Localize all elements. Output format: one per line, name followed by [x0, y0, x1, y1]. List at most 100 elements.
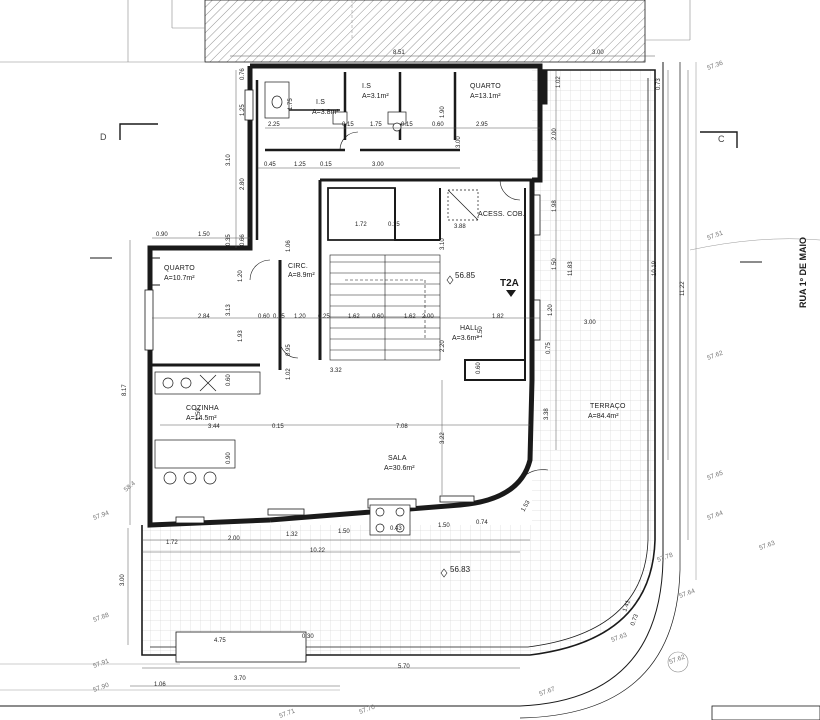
elevation-label: 57.65 [706, 470, 724, 482]
door-swings [249, 131, 549, 481]
dim-label: 3.10 [440, 238, 446, 250]
windows [144, 89, 541, 524]
survey-point-icon [667, 651, 689, 673]
elevation-label: 57.64 [678, 588, 696, 600]
level-symbol-icon [446, 275, 454, 285]
dim-label: 0.43 [390, 526, 402, 532]
staircase [329, 254, 441, 361]
dim-label: 5.70 [398, 664, 410, 670]
elevation-label: 57.78 [656, 552, 674, 564]
dim-label: 2.25 [268, 122, 280, 128]
dim-label: 1.20 [238, 270, 244, 282]
elevation-label: 57.70 [358, 704, 376, 716]
room-circ-name: CIRC. [288, 263, 308, 270]
dim-label: 10.22 [310, 548, 326, 554]
dim-label: 1.53 [521, 499, 532, 513]
dim-label: 0.15 [272, 424, 284, 430]
dim-label: 0.15 [320, 162, 332, 168]
section-mark-d: D [100, 132, 107, 142]
elevation-label: 57.71 [278, 708, 296, 720]
dim-label: 1.25 [294, 162, 306, 168]
elevation-label: 57.36 [706, 60, 724, 72]
dim-label: 3.00 [120, 574, 126, 586]
dim-label: 3.10 [226, 154, 232, 166]
dimension-lines [127, 55, 689, 687]
room-is1-name: I.S [316, 99, 325, 106]
room-is2-area: A=3.1m² [362, 93, 389, 100]
dimension-labels: 8.51 3.00 0.76 1.25 1.75 2.25 1.90 0.60 … [120, 50, 686, 688]
dim-label: 3.00 [584, 320, 596, 326]
room-is1-area: A=3.8m² [312, 109, 339, 116]
dim-label: 1.06 [286, 240, 292, 252]
dim-label: 2.00 [552, 128, 558, 140]
elevation-label: 57.91 [92, 658, 110, 670]
dim-label: 0.90 [156, 232, 168, 238]
room-terraco-name: TERRAÇO [590, 403, 626, 410]
dim-label: 1.50 [198, 232, 210, 238]
elevation-label: 57.67 [538, 686, 556, 698]
dim-label: 1.98 [552, 200, 558, 212]
room-terraco-area: A=84.4m² [588, 413, 619, 420]
dim-label: 8.17 [122, 384, 128, 396]
elevation-label: 57.63 [758, 540, 776, 552]
dim-label: 4.75 [214, 638, 226, 644]
dim-label: 3.44 [208, 424, 220, 430]
dim-label: 3.38 [544, 408, 550, 420]
room-circ-area: A=8.9m² [288, 272, 315, 279]
room-sala-name: SALA [388, 455, 407, 462]
dim-label: 1.62 [348, 314, 360, 320]
dim-label: 2.84 [198, 314, 210, 320]
dim-label: 0.15 [273, 314, 285, 320]
dim-label: 0.95 [286, 344, 292, 356]
dim-label: 0.73 [656, 78, 662, 90]
dim-label: 1.25 [240, 104, 246, 116]
room-sala-area: A=30.6m² [384, 465, 415, 472]
section-mark-c: C [718, 134, 725, 144]
level-symbol-icon [440, 568, 448, 578]
dim-label: 2.95 [476, 122, 488, 128]
section-markers [90, 123, 762, 263]
elevation-label: 57.62 [706, 350, 724, 362]
dim-label: 3.32 [330, 368, 342, 374]
room-quarto-left-area: A=10.7m² [164, 275, 195, 282]
dim-label: 0.76 [240, 68, 246, 80]
dim-label: 1.75 [288, 98, 294, 110]
room-is2-name: I.S [362, 83, 371, 90]
elevation-label: 57.64 [706, 510, 724, 522]
dim-label: 0.60 [476, 362, 482, 374]
room-quarto-left-name: QUARTO [164, 265, 195, 272]
dim-label: 0.45 [264, 162, 276, 168]
dim-label: 0.15 [342, 122, 354, 128]
room-quarto-top-name: QUARTO [470, 83, 501, 90]
dim-label: 1.02 [286, 368, 292, 380]
dim-label: 1.50 [338, 529, 350, 535]
dim-label: 11.83 [568, 261, 574, 276]
elevation-label: 57.51 [706, 230, 724, 242]
dim-label: 2.80 [240, 178, 246, 190]
dim-label: 1.50 [552, 258, 558, 270]
fixtures [154, 81, 479, 536]
level-mark-terrace: 56.83 [450, 565, 471, 574]
dim-label: 1.72 [166, 540, 178, 546]
dim-label: 0.25 [318, 314, 330, 320]
elevation-label: 57.62 [668, 654, 686, 666]
dim-label: 0.60 [432, 122, 444, 128]
elevation-label: 57.88 [92, 612, 110, 624]
elevation-label: 57.90 [92, 682, 110, 694]
level-mark-hall: 56.85 [455, 271, 476, 280]
dim-label: 1.02 [556, 76, 562, 88]
room-hall-name: HALL [460, 325, 478, 332]
dim-label: 1.20 [294, 314, 306, 320]
dim-label: 1.06 [154, 682, 166, 688]
dim-label: 0.60 [258, 314, 270, 320]
dim-label: 3.00 [592, 50, 604, 56]
dim-label: 3.13 [226, 304, 232, 316]
dim-label: 0.75 [546, 342, 552, 354]
dim-label: 11.22 [680, 281, 686, 296]
dim-label: 3.00 [456, 136, 462, 148]
dim-label: 1.72 [355, 222, 367, 228]
dim-label: 0.66 [240, 234, 246, 246]
title-block-edge [711, 705, 820, 720]
